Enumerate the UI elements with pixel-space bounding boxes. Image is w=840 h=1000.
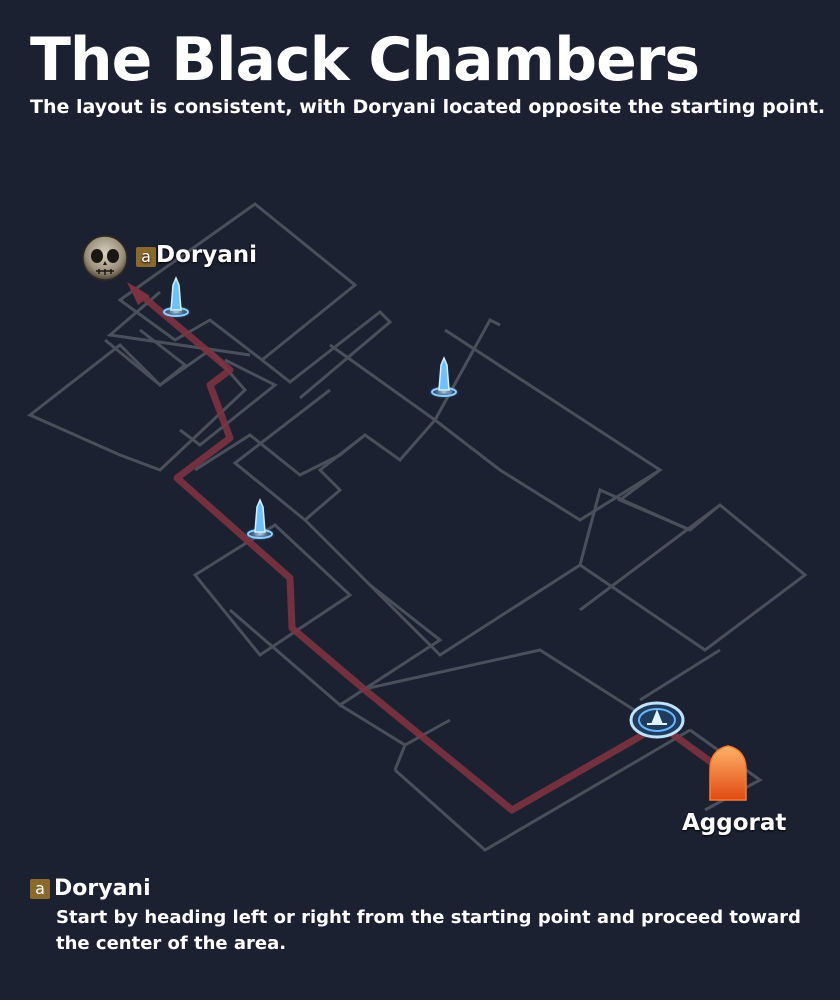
portal-icon [629, 701, 685, 739]
route-path [131, 286, 719, 814]
page-subtitle: The layout is consistent, with Doryani l… [30, 96, 826, 118]
legend: a Doryani Start by heading left or right… [30, 876, 820, 957]
doryani-label: Doryani [156, 242, 258, 268]
marker-badge: a [136, 247, 156, 267]
skull-icon [82, 235, 128, 281]
aggorat-map-label: Aggorat [682, 810, 787, 836]
legend-item-description: Start by heading left or right from the … [56, 907, 801, 954]
page-title: The Black Chambers [30, 25, 700, 95]
crystal-icon [428, 356, 460, 399]
legend-item-header: a Doryani [30, 876, 820, 901]
crystal-icon [244, 498, 276, 541]
legend-item-title: Doryani [54, 876, 151, 901]
route-arrowhead [127, 282, 150, 305]
legend-badge: a [30, 878, 50, 899]
crystal-icon [160, 276, 192, 319]
waypoint-icon [709, 745, 747, 801]
